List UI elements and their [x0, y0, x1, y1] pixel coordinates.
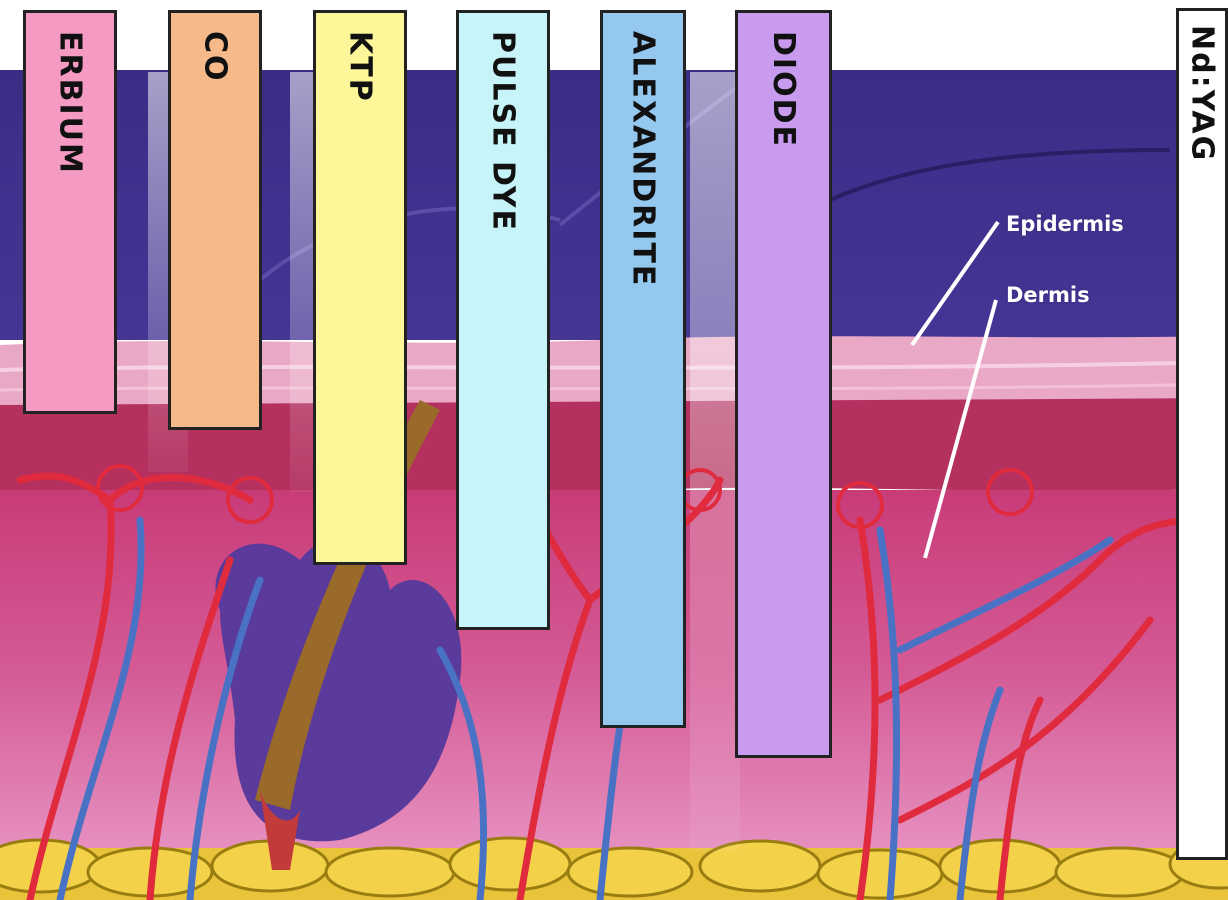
laser-bar-diode: DIODE [735, 10, 832, 758]
laser-bar-erbium: ERBIUM [23, 10, 117, 414]
laser-label-co: CO [198, 31, 233, 83]
laser-bar-ndyag: Nd:YAG [1176, 8, 1228, 860]
laser-label-diode: DIODE [766, 31, 801, 148]
laser-label-pulse-dye: PULSE DYE [486, 31, 521, 232]
laser-label-ndyag: Nd:YAG [1185, 25, 1220, 162]
laser-bar-ktp: KTP [313, 10, 407, 565]
epidermis-label: Epidermis [1006, 212, 1124, 236]
laser-bar-pulse-dye: PULSE DYE [456, 10, 550, 630]
laser-label-alexandrite: ALEXANDRITE [626, 31, 661, 287]
dermis-label: Dermis [1006, 283, 1090, 307]
laser-bar-alexandrite: ALEXANDRITE [600, 10, 686, 728]
laser-label-erbium: ERBIUM [53, 31, 88, 175]
laser-bar-co: CO [168, 10, 262, 430]
laser-label-ktp: KTP [343, 31, 378, 103]
